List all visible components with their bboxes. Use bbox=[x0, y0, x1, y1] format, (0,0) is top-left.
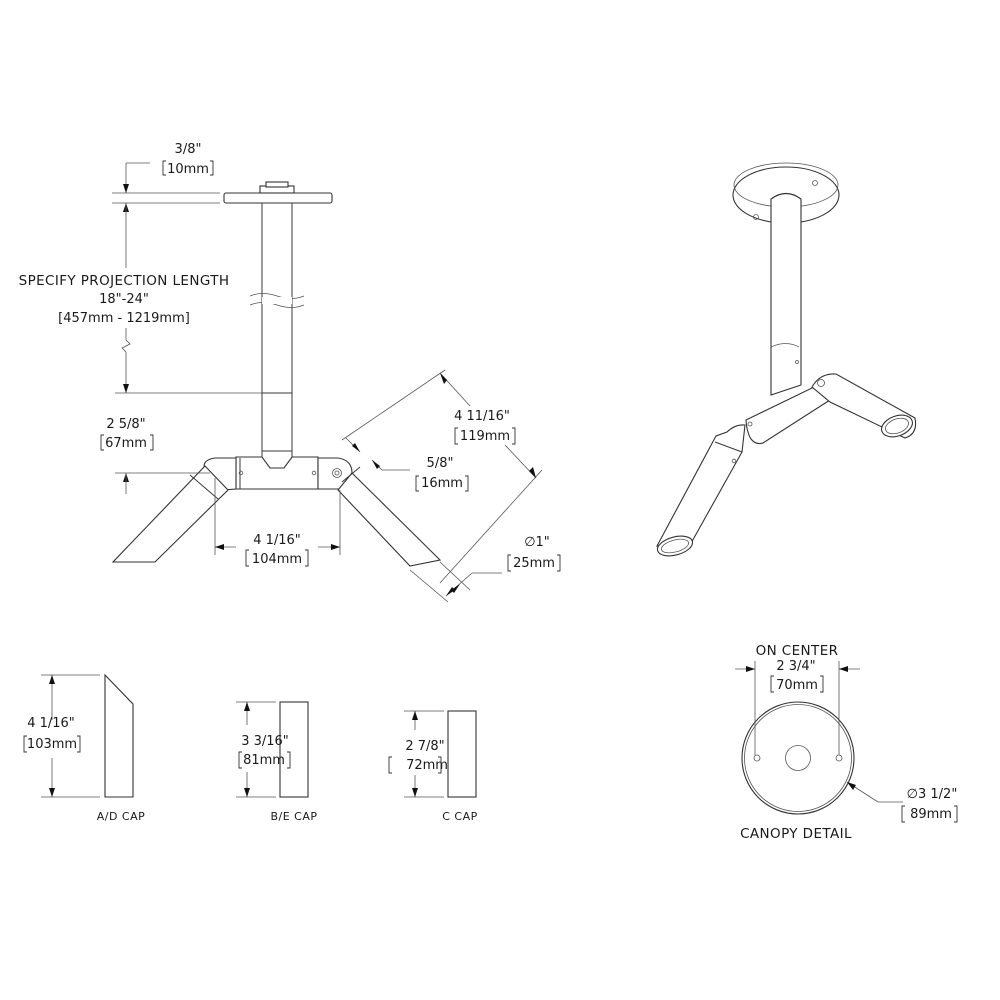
arm-offset-imperial: 5/8" bbox=[427, 456, 454, 471]
cap-c: 2 7/8" 72mm C CAP bbox=[388, 710, 478, 823]
canopy-thickness-imperial: 3/8" bbox=[175, 142, 202, 157]
cap-b-e-metric: 81mm bbox=[243, 753, 285, 768]
on-center-metric: 70mm bbox=[776, 678, 818, 693]
projection-metric: [457mm - 1219mm] bbox=[58, 311, 190, 326]
arm-length-imperial: 4 11/16" bbox=[454, 409, 510, 424]
on-center-imperial: 2 3/4" bbox=[776, 659, 815, 674]
cap-b-e-shape bbox=[279, 701, 309, 798]
canopy-diameter-metric: 89mm bbox=[910, 807, 952, 822]
iso-left-arm bbox=[656, 424, 746, 547]
arm-diameter-metric: 25mm bbox=[513, 556, 555, 571]
cap-b-e-label: B/E CAP bbox=[270, 810, 317, 823]
hub-height-imperial: 2 5/8" bbox=[106, 417, 145, 432]
cap-a-d-imperial: 4 1/16" bbox=[27, 716, 75, 731]
canopy-thickness-metric: 10mm bbox=[167, 162, 209, 177]
projection-label: SPECIFY PROJECTION LENGTH bbox=[19, 273, 230, 289]
hub-height-metric: 67mm bbox=[105, 436, 147, 451]
canopy-outline bbox=[741, 701, 855, 815]
cap-c-shape bbox=[447, 710, 477, 798]
pivot-bolt bbox=[332, 468, 342, 478]
arm-diameter-imperial: ∅1" bbox=[524, 535, 550, 550]
canopy-screw bbox=[265, 181, 289, 188]
cap-a-d-label: A/D CAP bbox=[97, 810, 146, 823]
hub-width-imperial: 4 1/16" bbox=[253, 533, 301, 548]
right-arm bbox=[337, 472, 442, 567]
hub-width-metric: 104mm bbox=[252, 552, 302, 567]
arm-offset-metric: 16mm bbox=[421, 476, 463, 491]
cap-c-metric: 72mm bbox=[406, 758, 448, 773]
left-arm bbox=[111, 465, 229, 563]
iso-stem bbox=[770, 192, 802, 396]
hub bbox=[235, 456, 319, 490]
arm-length-metric: 119mm bbox=[460, 429, 510, 444]
cap-a-d-shape bbox=[104, 673, 134, 798]
front-view: 3/8" 10mm SPECIFY PROJECTION LENGTH 18"-… bbox=[19, 142, 561, 603]
cap-b-e: 3 3/16" 81mm B/E CAP bbox=[236, 701, 317, 823]
cap-b-e-imperial: 3 3/16" bbox=[241, 734, 289, 749]
canopy-mount-hole bbox=[753, 754, 761, 762]
cap-a-d-metric: 103mm bbox=[27, 737, 77, 752]
canopy-diameter-imperial: ∅3 1/2" bbox=[907, 787, 958, 802]
on-center-label: ON CENTER bbox=[756, 643, 839, 659]
break-line bbox=[249, 293, 305, 299]
cap-c-imperial: 2 7/8" bbox=[405, 739, 444, 754]
canopy-center-hole bbox=[785, 745, 811, 771]
canopy-detail-title: CANOPY DETAIL bbox=[740, 826, 852, 842]
projection-imperial: 18"-24" bbox=[99, 292, 149, 307]
canopy-plate bbox=[223, 192, 333, 204]
canopy-detail: ON CENTER 2 3/4" 70mm ∅3 1/2" 89mm CANOP… bbox=[735, 643, 958, 842]
set-screw bbox=[238, 470, 244, 476]
iso-hub bbox=[745, 387, 831, 445]
isometric-view bbox=[656, 162, 917, 557]
cap-a-d: 4 1/16" 103mm A/D CAP bbox=[23, 673, 146, 823]
cap-c-label: C CAP bbox=[442, 810, 478, 823]
